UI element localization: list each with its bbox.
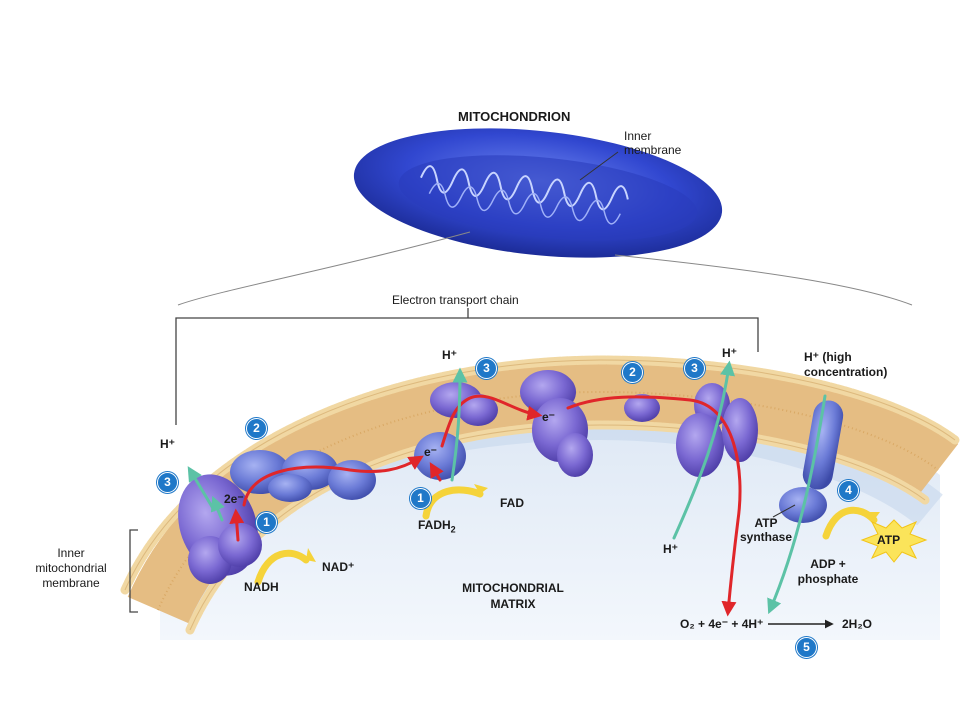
fadh2-label: FADH2	[418, 518, 456, 536]
step-badge-1b: 1	[410, 488, 431, 509]
zoom-line-left	[177, 231, 471, 306]
product-label: 2H₂O	[842, 617, 873, 631]
equation-label: O₂ + 4e⁻ + 4H⁺	[680, 617, 764, 631]
atp-label: ATP	[877, 533, 901, 547]
nadh-arrows	[254, 486, 878, 586]
complex-iv-cluster	[520, 370, 593, 477]
inner-membrane-label: Inner membrane	[624, 129, 681, 157]
fad-label: FAD	[500, 496, 524, 510]
h-plus-right: H⁺	[722, 346, 737, 360]
e-mid-label: e⁻	[424, 445, 438, 459]
step-badge-1a: 1	[256, 512, 277, 533]
h-high-line2: concentration)	[804, 365, 888, 379]
imm-line2: mitochondrial	[35, 561, 107, 575]
membrane-bracket	[129, 529, 138, 613]
etc-bracket	[175, 308, 759, 425]
atp-burst	[860, 519, 928, 563]
matrix-label: MITOCHONDRIAL MATRIX	[438, 580, 588, 612]
inner-membrane-leader	[579, 151, 619, 181]
matrix-label-line2: MATRIX	[490, 597, 536, 611]
inner-mito-membrane-label: Inner mitochondrial membrane	[26, 546, 116, 591]
step-badge-2b: 2	[622, 362, 643, 383]
step-badge-4: 4	[838, 480, 859, 501]
matrix-label-line1: MITOCHONDRIAL	[462, 581, 564, 595]
nad-arrowhead	[306, 548, 316, 562]
imm-line1: Inner	[57, 546, 85, 560]
step-badge-5: 5	[796, 637, 817, 658]
atp-synthase-leader	[772, 504, 796, 518]
atp-synthase-line2: synthase	[739, 530, 793, 544]
etc-label: Electron transport chain	[392, 293, 519, 307]
zoom-line-right	[614, 254, 913, 306]
adp-label: ADP + phosphate	[786, 557, 870, 587]
fad-arrowhead	[474, 484, 488, 494]
inner-membrane-label-line1: Inner	[624, 129, 652, 143]
atp-synthase-line1: ATP	[754, 516, 778, 530]
step-badge-3a: 3	[157, 472, 178, 493]
imm-line3: membrane	[42, 576, 100, 590]
step-badge-3b: 3	[476, 358, 497, 379]
cytochrome-c	[624, 394, 660, 422]
complex-i	[178, 474, 262, 584]
adp-arrowhead	[866, 512, 880, 520]
inner-membrane-label-line2: membrane	[624, 143, 682, 157]
mitochondrion	[353, 128, 723, 258]
atp-synthase-label: ATP synthase	[734, 516, 798, 544]
two-e-label: 2e⁻	[224, 492, 244, 506]
h-plus-bottom: H⁺	[663, 542, 678, 556]
complex-iii	[430, 382, 498, 426]
adp-line1: ADP +	[810, 557, 846, 571]
nad-plus-label: NAD⁺	[322, 560, 355, 574]
fadh2-main: FADH	[418, 518, 451, 532]
step-badge-2a: 2	[246, 418, 267, 439]
h-high-line1: H⁺ (high	[804, 350, 852, 364]
title-mitochondrion: MITOCHONDRION	[458, 109, 571, 124]
h-plus-mid: H⁺	[442, 348, 457, 362]
h-high-label: H⁺ (high concentration)	[804, 350, 887, 380]
adp-line2: phosphate	[797, 572, 859, 586]
nadh-label: NADH	[244, 580, 279, 594]
proton-flow	[187, 360, 827, 615]
electron-flow	[229, 394, 742, 617]
fadh2-sub: 2	[450, 524, 456, 535]
step-badge-3c: 3	[684, 358, 705, 379]
h-plus-left: H⁺	[160, 437, 175, 451]
e-top-label: e⁻	[542, 410, 556, 424]
